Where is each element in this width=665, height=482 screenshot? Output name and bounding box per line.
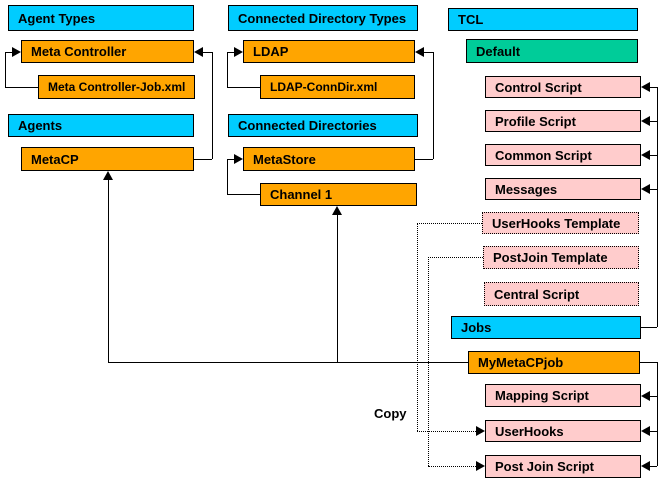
arrowhead-into-post-join-script-right	[641, 461, 650, 471]
arrowhead-into-control-script	[641, 82, 650, 92]
connector-metastore-to-ldap-seg1	[415, 159, 433, 160]
node-common-script: Common Script	[485, 144, 641, 166]
arrowhead-into-metacp-bottom	[103, 171, 113, 180]
node-control-script: Control Script	[485, 76, 641, 98]
connector-mymetacpjob-to-userhooks-stub	[650, 431, 657, 432]
connector-mymetacpjob-to-agents-seg1	[108, 362, 468, 363]
node-metacp: MetaCP	[21, 147, 194, 171]
connector-metacp-to-meta-controller-seg3	[203, 52, 212, 53]
arrowhead-into-meta-controller-left	[12, 47, 21, 57]
connector-channel1-to-metastore-seg2	[227, 159, 228, 194]
arrowhead-into-mapping-script	[641, 391, 650, 401]
connector-metacp-to-meta-controller-seg2	[212, 52, 213, 159]
connector-mymetacpjob-to-channel1-seg2	[337, 215, 338, 362]
connector-jobs-stub	[641, 327, 657, 328]
connector-jobs-to-common-script-stub	[650, 155, 657, 156]
connector-conndir-xml-to-ldap-seg3	[227, 52, 235, 53]
node-ldap-conndir-xml: LDAP-ConnDir.xml	[260, 75, 415, 99]
node-channel-1: Channel 1	[260, 183, 417, 206]
connector-metastore-to-ldap-seg3	[424, 52, 433, 53]
connector-postjoin-template-copy-seg1	[428, 257, 483, 258]
arrowhead-into-channel1-bottom	[332, 206, 342, 215]
connector-job-xml-to-meta-controller-seg2	[5, 52, 6, 87]
connector-channel1-to-metastore-seg3	[227, 159, 235, 160]
node-post-join-script: Post Join Script	[485, 455, 641, 478]
node-jobs: Jobs	[451, 316, 641, 339]
node-connected-directories: Connected Directories	[228, 114, 418, 137]
node-agent-types: Agent Types	[8, 5, 194, 31]
arrowhead-into-ldap-right	[415, 47, 424, 57]
connector-conndir-xml-to-ldap-seg1	[227, 87, 260, 88]
connector-conndir-xml-to-ldap-seg2	[227, 52, 228, 87]
connector-job-xml-to-meta-controller-seg1	[5, 87, 38, 88]
connector-jobs-to-control-script-stub	[650, 87, 657, 88]
arrowhead-into-metastore-left	[234, 154, 243, 164]
node-postjoin-template: PostJoin Template	[483, 246, 639, 269]
node-connected-directory-types: Connected Directory Types	[228, 5, 418, 31]
arrowhead-into-messages	[641, 184, 650, 194]
copy-label: Copy	[374, 406, 407, 421]
connector-jobs-to-profile-script-stub	[650, 121, 657, 122]
arrowhead-into-post-join-script-left	[476, 461, 485, 471]
connector-postjoin-template-copy-seg3	[428, 466, 476, 467]
node-ldap: LDAP	[243, 40, 415, 63]
node-meta-controller: Meta Controller	[21, 40, 194, 63]
connector-jobs-rail	[657, 87, 658, 327]
node-profile-script: Profile Script	[485, 110, 641, 132]
connector-jobs-to-messages-stub	[650, 189, 657, 190]
connector-mymetacpjob-to-metacp-seg2	[108, 180, 109, 362]
node-userhooks: UserHooks	[485, 420, 641, 442]
node-mymetacpjob: MyMetaCPjob	[468, 351, 640, 374]
connector-userhooks-template-copy-seg3	[417, 431, 476, 432]
connector-metacp-to-meta-controller-seg1	[194, 159, 212, 160]
arrowhead-into-meta-controller-right	[194, 47, 203, 57]
connector-mymetacpjob-to-mapping-script-stub	[650, 396, 657, 397]
connector-mymetacpjob-stub	[640, 362, 657, 363]
node-mapping-script: Mapping Script	[485, 384, 641, 407]
connector-mymetacpjob-rail	[657, 362, 658, 466]
connector-postjoin-template-copy-seg2	[428, 257, 429, 466]
connector-job-xml-to-meta-controller-seg3	[5, 52, 13, 53]
node-metastore: MetaStore	[243, 147, 415, 171]
connector-userhooks-template-copy-seg2	[417, 223, 418, 431]
connector-metastore-to-ldap-seg2	[433, 52, 434, 159]
node-central-script: Central Script	[484, 282, 639, 306]
node-agents: Agents	[8, 114, 194, 137]
connector-mymetacpjob-to-post-join-script-stub	[650, 466, 657, 467]
node-tcl: TCL	[448, 8, 638, 31]
node-meta-controller-job-xml: Meta Controller-Job.xml	[38, 75, 195, 99]
arrowhead-into-userhooks-right	[641, 426, 650, 436]
node-messages: Messages	[485, 178, 641, 200]
connector-channel1-to-metastore-seg1	[227, 194, 260, 195]
node-default: Default	[466, 39, 638, 63]
connector-userhooks-template-copy-seg1	[417, 223, 482, 224]
arrowhead-into-common-script	[641, 150, 650, 160]
arrowhead-into-profile-script	[641, 116, 650, 126]
node-userhooks-template: UserHooks Template	[482, 212, 639, 234]
arrowhead-into-ldap-left	[234, 47, 243, 57]
arrowhead-into-userhooks-left	[476, 426, 485, 436]
